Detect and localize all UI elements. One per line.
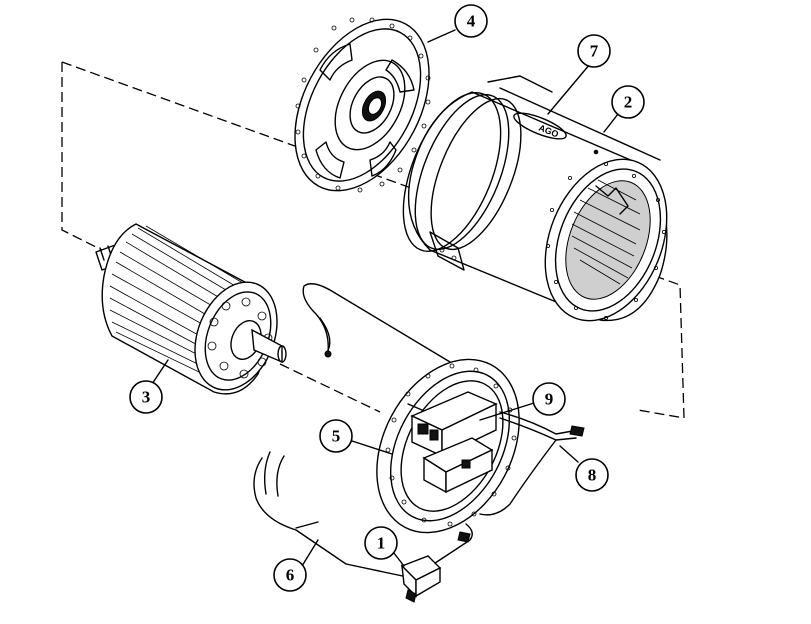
callout-6-label: 6 — [286, 566, 295, 585]
callout-8: 8 — [575, 458, 609, 492]
callout-9-label: 9 — [545, 390, 554, 409]
callout-4-label: 4 — [467, 12, 476, 31]
callout-3: 3 — [129, 380, 163, 414]
part-wire-harness — [302, 283, 471, 375]
callout-5-label: 5 — [332, 427, 341, 446]
callout-4: 4 — [454, 4, 488, 38]
callout-8-label: 8 — [588, 466, 597, 485]
callout-9: 9 — [532, 382, 566, 416]
callout-5: 5 — [319, 419, 353, 453]
part-rotor — [95, 223, 287, 395]
callout-3-label: 3 — [142, 388, 151, 407]
part-sensor-cable — [253, 451, 473, 603]
assembly-guide-lines — [61, 61, 685, 419]
callout-7: 7 — [577, 34, 611, 68]
callout-1-label: 1 — [377, 534, 386, 553]
part-stator-housing: AGO — [402, 75, 668, 322]
callout-2-label: 2 — [624, 93, 633, 112]
callout-6: 6 — [273, 558, 307, 592]
leader-lines — [151, 29, 619, 567]
callout-1: 1 — [364, 526, 398, 560]
part-brush-holder — [407, 391, 498, 494]
part-end-bell-flange — [294, 17, 431, 193]
callout-2: 2 — [611, 85, 645, 119]
part-lead-wires — [479, 411, 585, 516]
callout-7-label: 7 — [590, 42, 599, 61]
